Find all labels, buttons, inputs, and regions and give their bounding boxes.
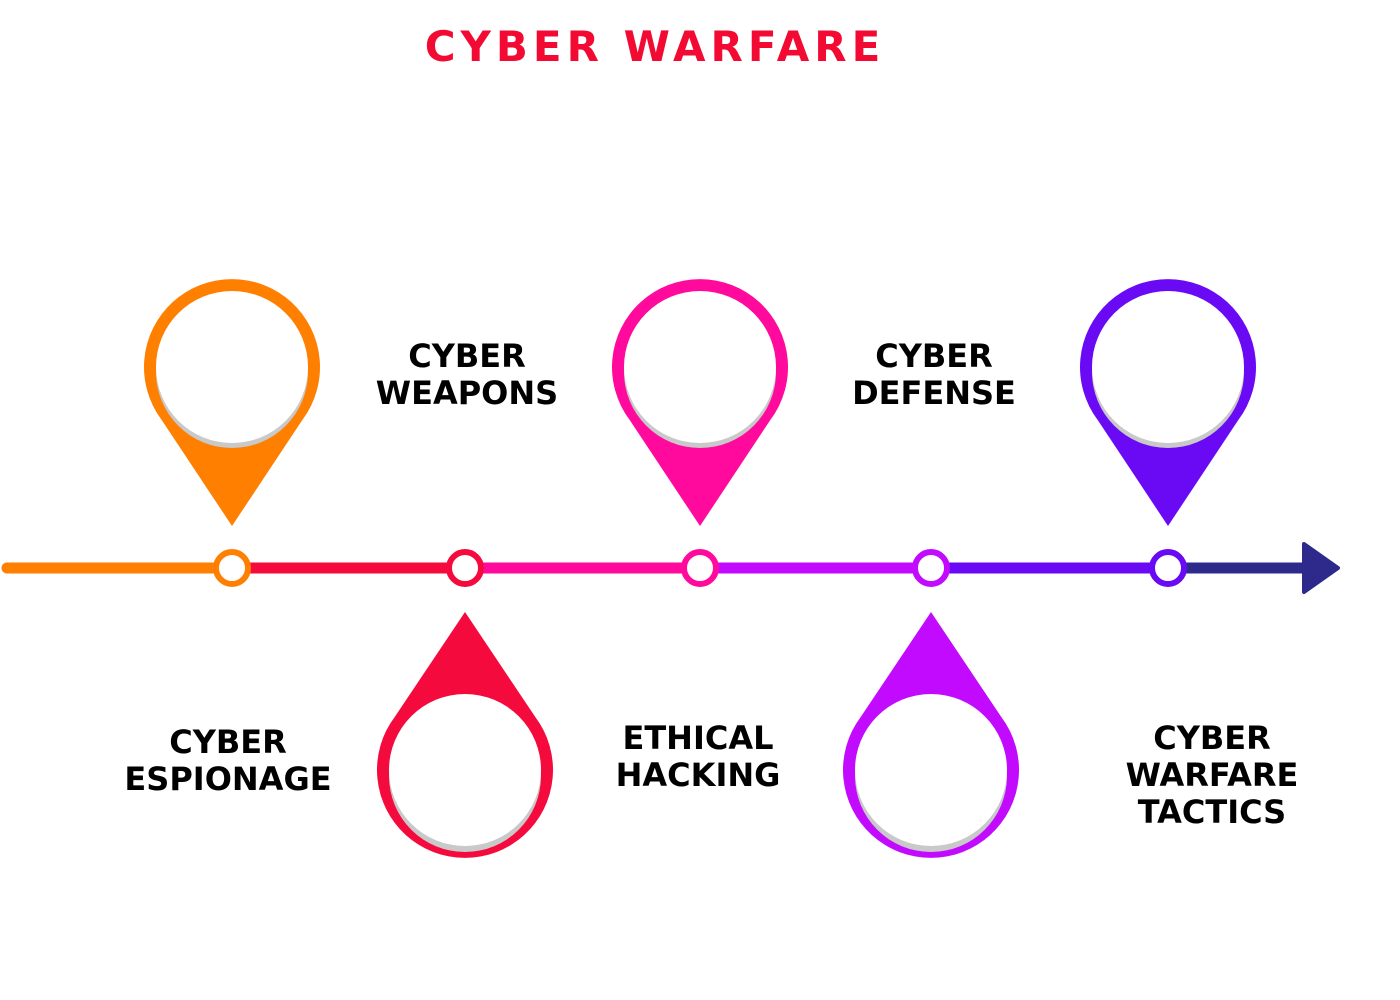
milestone-label-line: HACKING bbox=[615, 756, 781, 794]
milestone-label-1: CYBER ESPIONAGE bbox=[78, 724, 378, 798]
milestone-label-line: CYBER bbox=[875, 337, 993, 375]
milestone-label-2: CYBER WEAPONS bbox=[317, 338, 617, 412]
milestone-label-4: CYBER DEFENSE bbox=[784, 338, 1084, 412]
milestone-label-line: CYBER bbox=[1153, 719, 1271, 757]
milestone-label-line: WEAPONS bbox=[375, 374, 559, 412]
timeline-node bbox=[446, 549, 484, 587]
timeline-node bbox=[912, 549, 950, 587]
milestone-label-line: CYBER bbox=[169, 723, 287, 761]
timeline-node bbox=[213, 549, 251, 587]
location-pin-icon bbox=[1080, 279, 1257, 526]
location-pin-icon bbox=[612, 279, 788, 526]
arrow-head-icon bbox=[1302, 542, 1340, 594]
timeline-line bbox=[1, 542, 1340, 594]
milestone-label-line: ESPIONAGE bbox=[124, 760, 332, 798]
milestone-label-line: CYBER bbox=[408, 337, 526, 375]
timeline-nodes bbox=[213, 549, 1187, 587]
milestone-label-3: ETHICAL HACKING bbox=[548, 720, 848, 794]
location-pin-icon bbox=[376, 612, 553, 858]
timeline-node bbox=[1149, 549, 1187, 587]
timeline-pins bbox=[143, 279, 1257, 858]
milestone-label-line: ETHICAL bbox=[622, 719, 774, 757]
milestone-label-line: TACTICS bbox=[1137, 793, 1287, 831]
milestone-label-5: CYBER WARFARE TACTICS bbox=[1062, 720, 1362, 831]
milestone-label-line: WARFARE bbox=[1125, 756, 1299, 794]
timeline-node bbox=[681, 549, 719, 587]
milestone-label-line: DEFENSE bbox=[852, 374, 1016, 412]
location-pin-icon bbox=[843, 612, 1019, 858]
page-title: CYBER WARFARE bbox=[424, 22, 886, 71]
location-pin-icon bbox=[143, 279, 320, 526]
